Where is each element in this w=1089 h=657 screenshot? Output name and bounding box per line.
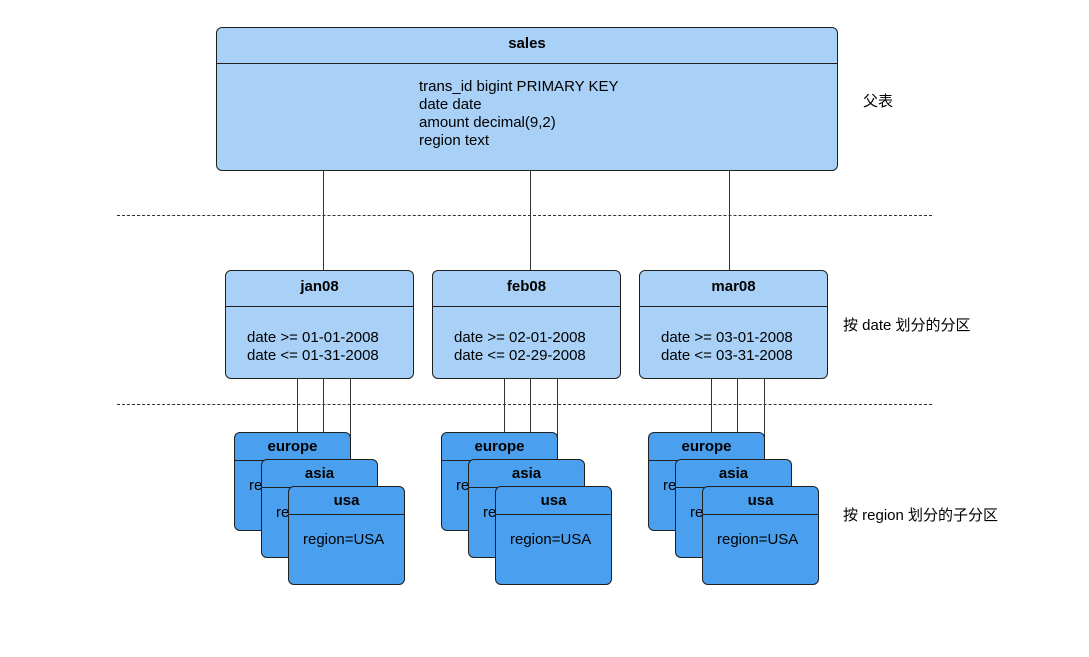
subpartition-title: europe	[649, 433, 764, 461]
partition-jan08: jan08 date >= 01-01-2008 date <= 01-31-2…	[225, 270, 414, 379]
label-region-partitions: 按 region 划分的子分区	[843, 507, 999, 524]
constraint-text: date <= 01-31-2008	[247, 347, 379, 364]
parent-table-columns: trans_id bigint PRIMARY KEY date date am…	[217, 64, 837, 150]
partition-title: feb08	[433, 271, 620, 307]
subpartition-title: asia	[262, 460, 377, 488]
separator-line-bottom	[117, 404, 932, 405]
subpartition-jan08-usa: usa region=USA	[288, 486, 405, 585]
partition-constraints: date >= 01-01-2008 date <= 01-31-2008	[226, 307, 413, 365]
constraint-text: date >= 01-01-2008	[247, 329, 379, 346]
subpartition-feb08-usa: usa region=USA	[495, 486, 612, 585]
connector-sales-feb08	[530, 171, 531, 270]
partition-constraints: date >= 02-01-2008 date <= 02-29-2008	[433, 307, 620, 365]
column-def: amount decimal(9,2)	[419, 114, 556, 131]
partition-title: mar08	[640, 271, 827, 307]
label-date-partitions: 按 date 划分的分区	[843, 317, 971, 334]
subpartition-mar08-usa: usa region=USA	[702, 486, 819, 585]
parent-table-sales: sales trans_id bigint PRIMARY KEY date d…	[216, 27, 838, 171]
connector-feb08-europe	[504, 379, 505, 432]
subpartition-title: usa	[496, 487, 611, 515]
partition-mar08: mar08 date >= 03-01-2008 date <= 03-31-2…	[639, 270, 828, 379]
partition-title: jan08	[226, 271, 413, 307]
subpartition-title: asia	[676, 460, 791, 488]
parent-table-title: sales	[217, 28, 837, 64]
connector-jan08-europe	[297, 379, 298, 432]
label-parent-table: 父表	[863, 93, 894, 110]
constraint-text: date >= 02-01-2008	[454, 329, 586, 346]
subpartition-title: usa	[703, 487, 818, 515]
subpartition-title: usa	[289, 487, 404, 515]
constraint-text: date >= 03-01-2008	[661, 329, 793, 346]
subpartition-constraint: region=USA	[510, 531, 592, 548]
column-def: date date	[419, 96, 482, 113]
connector-mar08-asia	[737, 379, 738, 459]
connector-sales-mar08	[729, 171, 730, 270]
column-def: trans_id bigint PRIMARY KEY	[419, 78, 619, 95]
subpartition-constraint: region=USA	[303, 531, 385, 548]
subpartition-constraint: region=USA	[717, 531, 799, 548]
connector-jan08-asia	[323, 379, 324, 459]
connector-mar08-usa	[764, 379, 765, 486]
connector-sales-jan08	[323, 171, 324, 270]
connector-jan08-usa	[350, 379, 351, 486]
separator-line-top	[117, 215, 932, 216]
column-def: region text	[419, 132, 490, 149]
subpartition-title: europe	[235, 433, 350, 461]
constraint-text: date <= 02-29-2008	[454, 347, 586, 364]
connector-mar08-europe	[711, 379, 712, 432]
constraint-text: date <= 03-31-2008	[661, 347, 793, 364]
subpartition-title: asia	[469, 460, 584, 488]
partition-constraints: date >= 03-01-2008 date <= 03-31-2008	[640, 307, 827, 365]
partition-feb08: feb08 date >= 02-01-2008 date <= 02-29-2…	[432, 270, 621, 379]
connector-feb08-usa	[557, 379, 558, 486]
subpartition-title: europe	[442, 433, 557, 461]
connector-feb08-asia	[530, 379, 531, 459]
